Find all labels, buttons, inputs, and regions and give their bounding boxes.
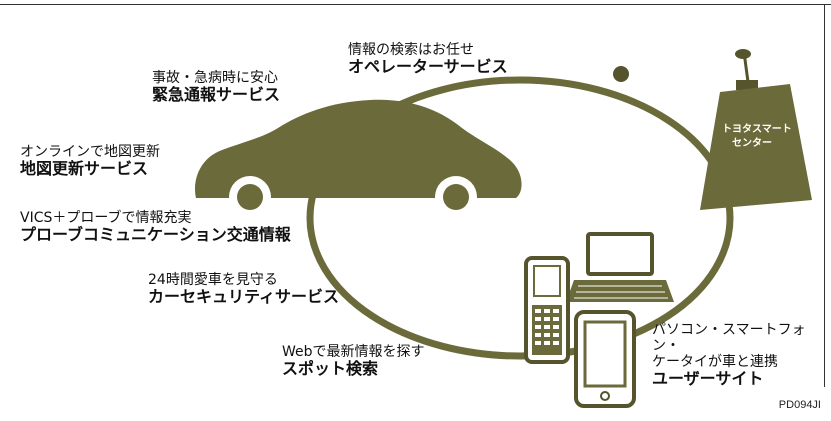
- figure-code: PD094JI: [778, 399, 821, 411]
- service-user-site-main: ユーザーサイト: [652, 369, 764, 389]
- service-map-update-sub: オンラインで地図更新: [20, 144, 160, 160]
- service-probe-traffic-main: プローブコミュニケーション交通情報: [20, 225, 291, 245]
- service-spot-search-main: スポット検索: [282, 359, 379, 379]
- frame-right-rule: [824, 4, 825, 387]
- service-probe-traffic-sub: VICS＋プローブで情報充実: [20, 210, 192, 226]
- service-probe-traffic: VICS＋プローブで情報充実 プローブコミュニケーション交通情報: [20, 210, 291, 244]
- service-car-security-sub: 24時間愛車を見守る: [148, 272, 278, 288]
- service-emergency: 事故・急病時に安心 緊急通報サービス: [152, 70, 280, 104]
- service-user-site: パソコン・スマートフォン・ ケータイが車と連携 ユーザーサイト: [652, 322, 831, 389]
- smart-center-building: トヨタスマート センター: [700, 49, 812, 210]
- service-spot-search-sub: Webで最新情報を探す: [282, 344, 425, 360]
- service-operator-sub: 情報の検索はお任せ: [348, 42, 474, 58]
- service-car-security-main: カーセキュリティサービス: [148, 287, 340, 307]
- service-operator-main: オペレーターサービス: [348, 57, 508, 77]
- service-operator: 情報の検索はお任せ オペレーターサービス: [348, 42, 508, 76]
- service-emergency-main: 緊急通報サービス: [152, 85, 281, 105]
- service-emergency-sub: 事故・急病時に安心: [152, 70, 278, 86]
- service-map-update: オンラインで地図更新 地図更新サービス: [20, 144, 160, 178]
- operator-node: [613, 66, 629, 82]
- car-icon: [195, 99, 522, 218]
- network-loop: [306, 76, 734, 360]
- service-spot-search: Webで最新情報を探す スポット検索: [282, 344, 425, 378]
- center-label-line1: トヨタスマート: [722, 123, 792, 135]
- service-map-update-main: 地図更新サービス: [20, 159, 149, 179]
- laptop-icon: [566, 232, 674, 302]
- center-label-line2: センター: [732, 137, 772, 149]
- service-user-site-sub: パソコン・スマートフォン・ ケータイが車と連携: [652, 322, 806, 371]
- smartphone-icon: [574, 310, 636, 408]
- mobile-phone-icon: [524, 256, 570, 364]
- service-car-security: 24時間愛車を見守る カーセキュリティサービス: [148, 272, 339, 306]
- frame-top-rule: [0, 4, 831, 5]
